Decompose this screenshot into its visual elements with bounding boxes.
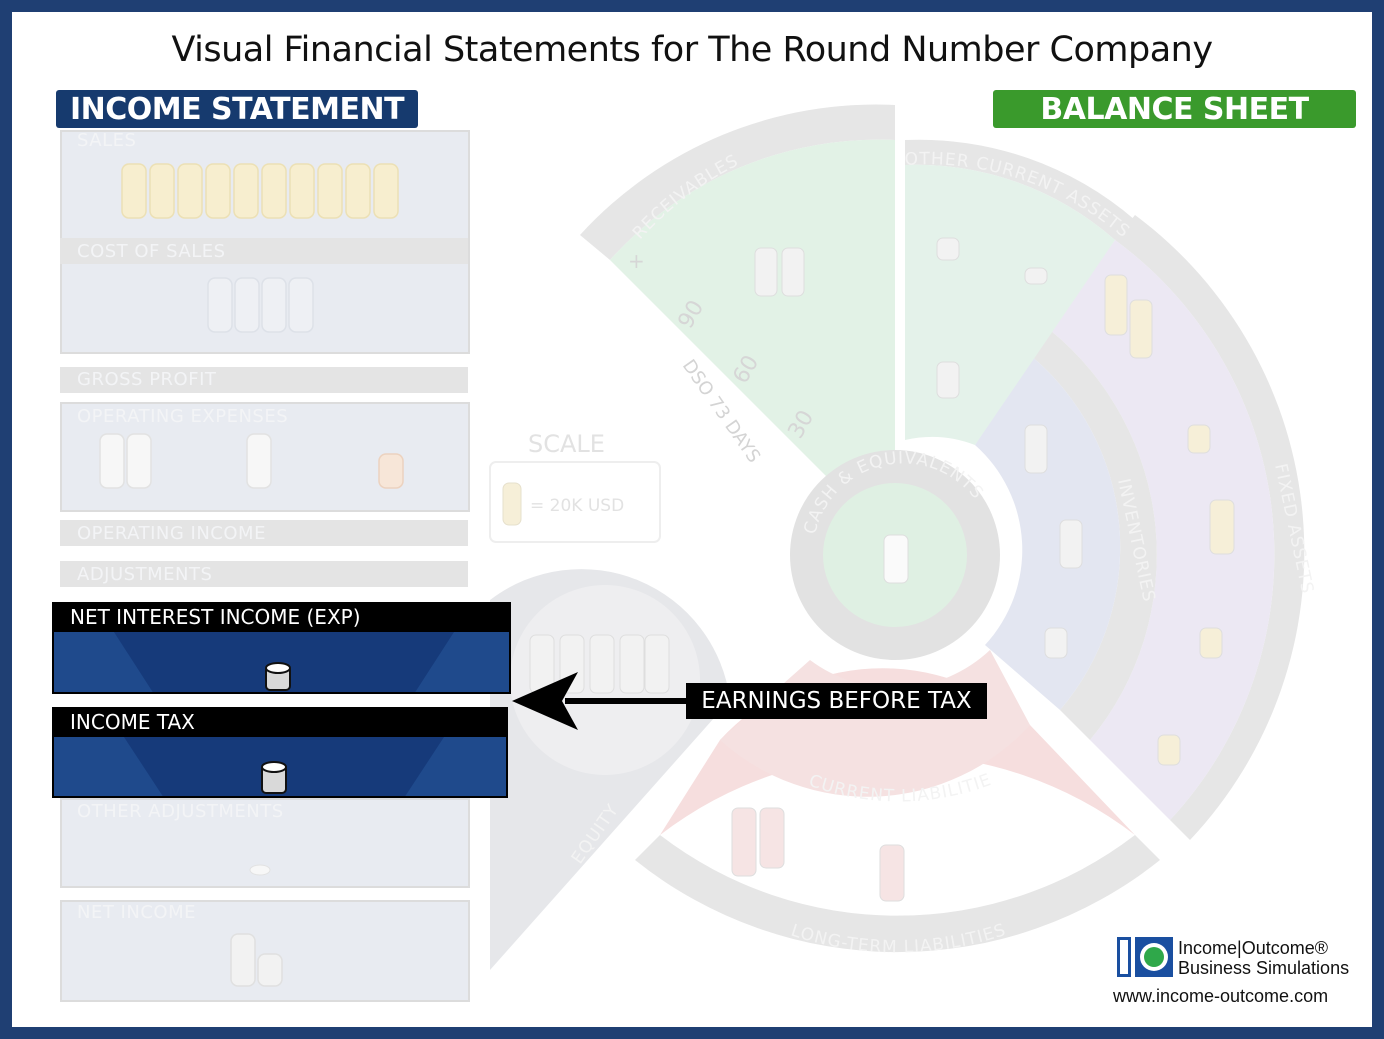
other-current-assets-segment — [905, 139, 1135, 240]
other-adjustments-cylinder — [249, 864, 271, 876]
sales-label: SALES — [77, 130, 137, 151]
operating-expenses-cylinders — [99, 433, 404, 489]
inventories-segment — [1030, 330, 1157, 740]
long-term-liabilities-segment — [635, 835, 1160, 953]
gross-profit-label: GROSS PROFIT — [77, 369, 217, 390]
fixed-cylinder-4 — [1157, 734, 1181, 766]
cost-of-sales-label: COST OF SALES — [77, 241, 226, 262]
oca-cylinder-3 — [936, 361, 960, 399]
logo-brand-line2: Business Simulations — [1178, 958, 1350, 978]
net-interest-body — [52, 630, 511, 694]
operating-income-strip — [60, 520, 468, 546]
callout-arrow — [512, 672, 690, 730]
logo-url[interactable]: www.income-outcome.com — [1113, 986, 1329, 1006]
net-income-cylinders — [230, 933, 283, 987]
operating-income-label: OPERATING INCOME — [77, 523, 266, 544]
income-statement-header: INCOME STATEMENT — [56, 90, 418, 128]
gross-profit-strip — [60, 367, 468, 393]
other-adjustments-label: OTHER ADJUSTMENTS — [77, 801, 284, 822]
adjustments-strip — [60, 561, 468, 587]
income-tax-header: INCOME TAX — [52, 707, 508, 737]
inventory-cylinder-2 — [1059, 519, 1083, 569]
inventory-cylinder-1 — [1024, 424, 1048, 474]
logo-text: Income|Outcome® Business Simulations — [1178, 938, 1349, 978]
page-title: Visual Financial Statements for The Roun… — [171, 30, 1213, 70]
receivables-cylinder-2 — [781, 247, 805, 297]
oca-cylinder-2 — [1024, 267, 1048, 285]
scale-cylinder-icon — [502, 482, 522, 526]
income-tax-body — [52, 735, 508, 798]
fixed-assets-segment — [1115, 215, 1305, 840]
sales-cylinders — [121, 163, 399, 219]
inventory-cylinder-3 — [1044, 627, 1068, 659]
logo-brand-line1: Income|Outcome® — [1178, 938, 1328, 958]
equity-cylinder-4 — [619, 634, 645, 694]
net-interest-cylinder — [265, 662, 291, 691]
fixed-cylinder-stack-2 — [1129, 299, 1153, 359]
liability-cylinder-3 — [759, 807, 785, 869]
operating-expenses-label: OPERATING EXPENSES — [77, 406, 289, 427]
income-outcome-logo-icon — [1117, 937, 1173, 977]
cost-of-sales-strip — [60, 238, 468, 264]
cost-of-sales-cylinders — [207, 277, 314, 333]
equity-cylinder-3 — [589, 634, 615, 694]
receivables-plus: + — [628, 249, 645, 273]
fixed-cylinder-1 — [1187, 424, 1211, 454]
liability-cylinder-2 — [731, 807, 757, 877]
fixed-cylinder-2 — [1209, 499, 1235, 555]
net-income-label: NET INCOME — [77, 902, 196, 923]
fixed-cylinder-stack-1 — [1104, 274, 1128, 336]
adjustments-label: ADJUSTMENTS — [77, 564, 213, 585]
scale-title: SCALE — [528, 430, 605, 458]
receivables-segment — [580, 104, 895, 260]
liability-cylinder-1 — [879, 844, 905, 902]
scale-box — [489, 461, 661, 543]
balance-sheet-header: BALANCE SHEET — [993, 90, 1356, 128]
scale-value: = 20K USD — [530, 496, 624, 516]
oca-cylinder-1 — [936, 237, 960, 261]
fixed-cylinder-3 — [1199, 627, 1223, 659]
net-interest-header: NET INTEREST INCOME (EXP) — [52, 602, 511, 632]
cash-cylinder — [883, 534, 909, 584]
earnings-before-tax-callout: EARNINGS BEFORE TAX — [686, 683, 987, 719]
equity-cylinder-5 — [644, 634, 670, 694]
receivables-cylinder-1 — [754, 247, 778, 297]
income-tax-cylinder — [261, 761, 287, 794]
